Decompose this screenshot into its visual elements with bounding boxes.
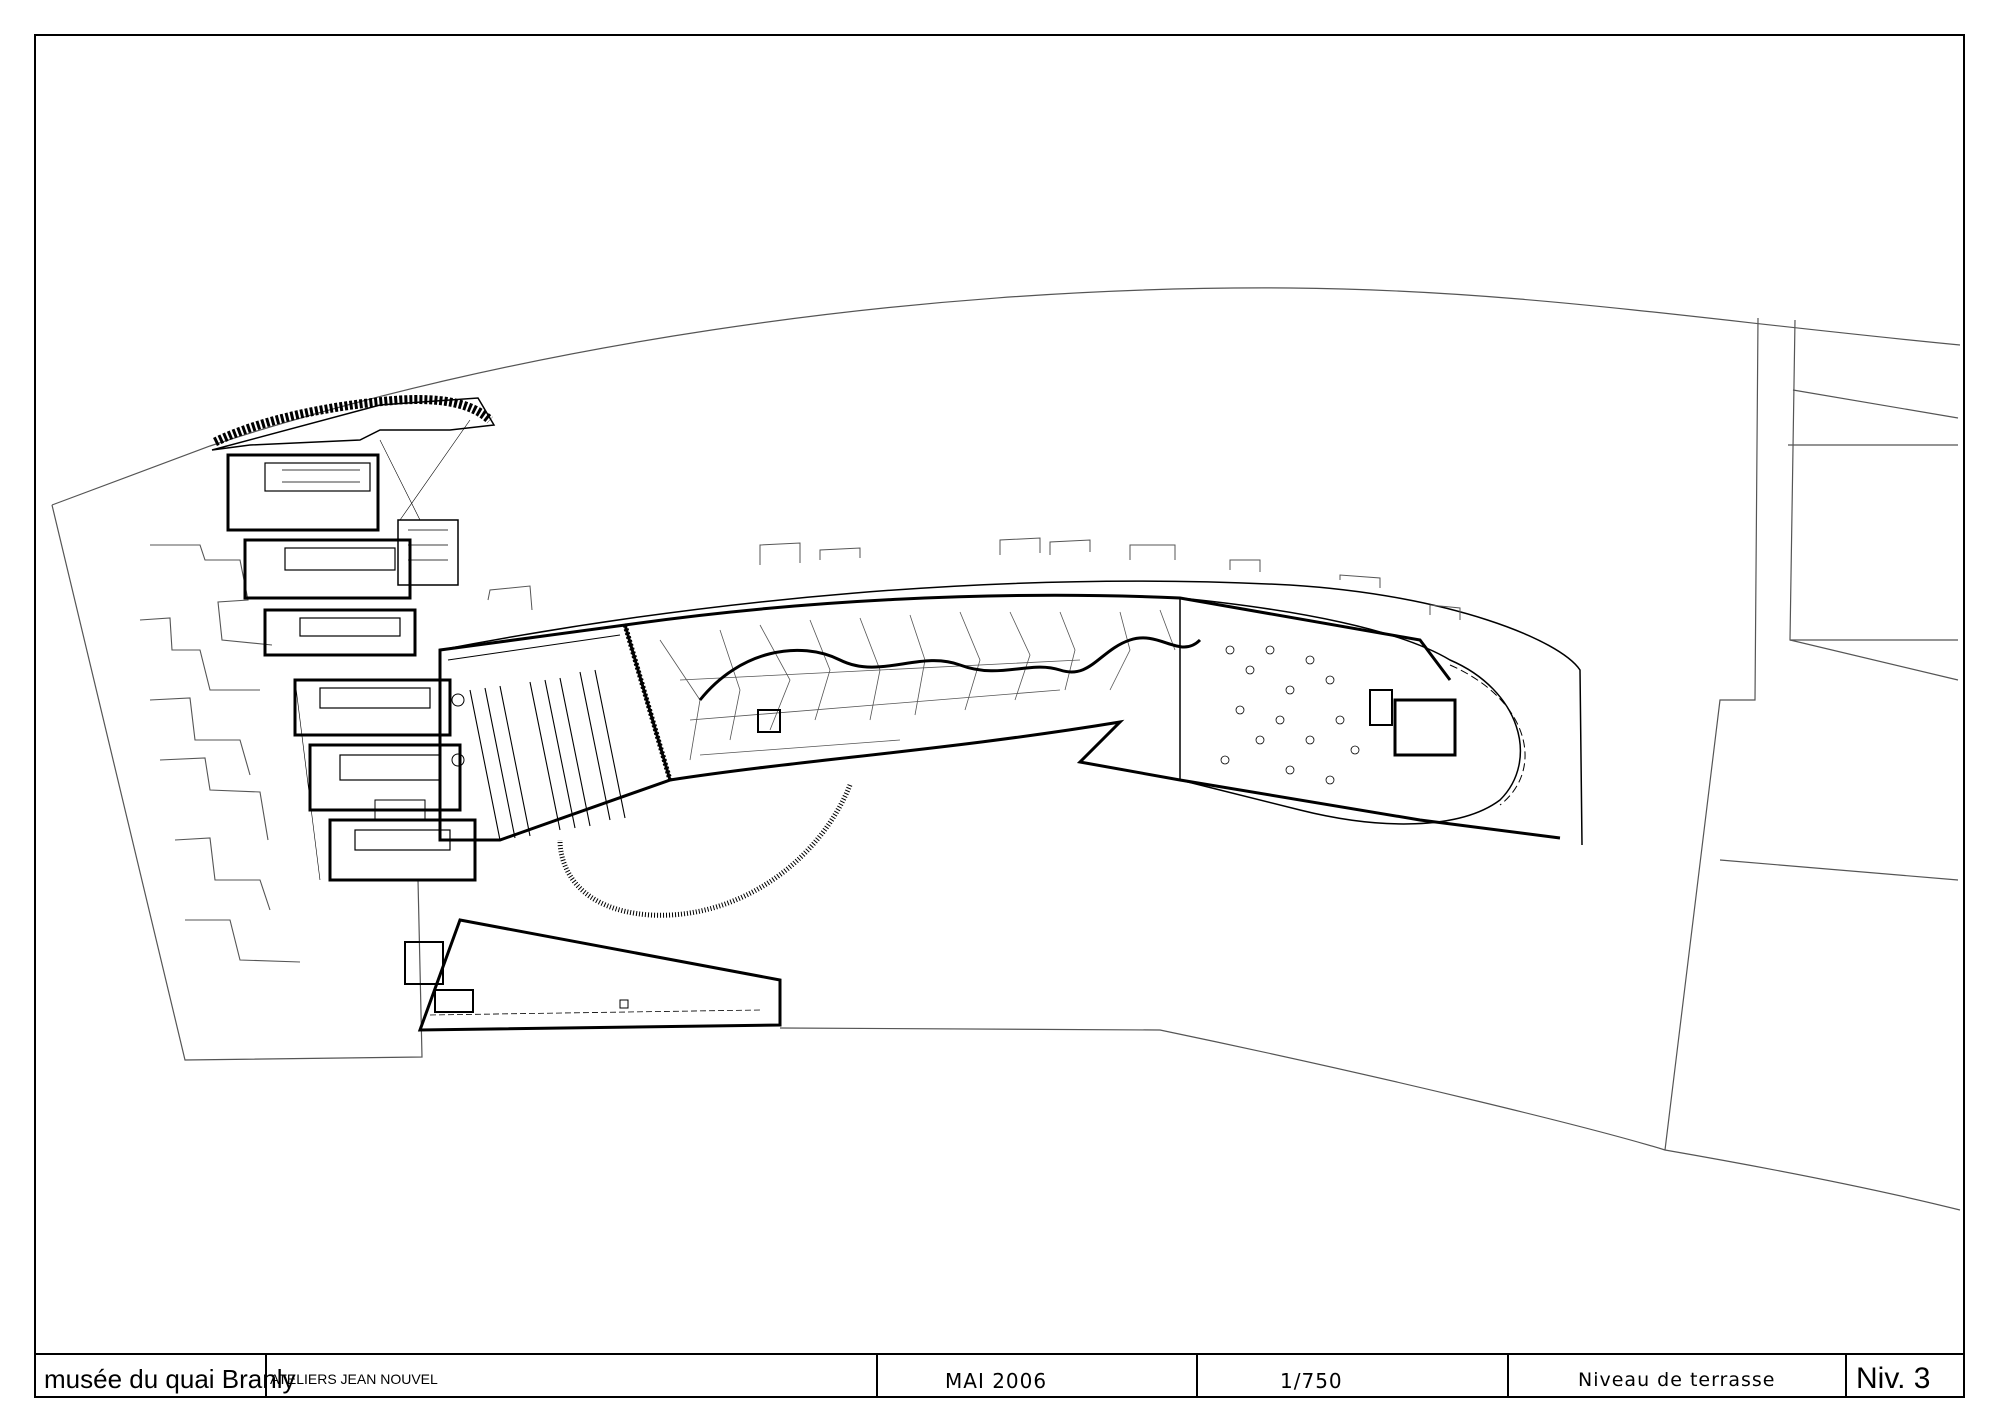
title-block — [35, 1353, 1964, 1397]
sheet-id: Niv. 3 — [1856, 1362, 1931, 1395]
facade-boxes-north — [487, 537, 1461, 620]
garden-paving — [659, 609, 1176, 761]
architect-office: ATELIERS JEAN NOUVEL — [270, 1371, 438, 1387]
auditorium-block — [438, 623, 673, 842]
south-west-annex — [404, 918, 782, 1032]
site-boundary — [51, 287, 1961, 506]
drawing-date: MAI 2006 — [945, 1369, 1048, 1393]
site-boundary-west — [51, 504, 423, 1061]
entrance-ramp-curve — [557, 784, 853, 918]
west-office-blocks — [293, 678, 477, 882]
level-name: Niveau de terrasse — [1578, 1369, 1776, 1391]
restaurant-terrace — [1179, 597, 1526, 825]
garden-path — [698, 636, 1202, 701]
neighbouring-buildings-east — [1664, 317, 1959, 1151]
project-name: musée du quai Branly — [44, 1364, 296, 1394]
restaurant-tables — [1220, 645, 1360, 785]
site-boundary-south — [779, 1027, 1961, 1211]
drawing-scale: 1/750 — [1280, 1369, 1343, 1393]
north-west-wing — [211, 395, 496, 657]
main-gallery — [439, 580, 1583, 846]
neighbouring-buildings-west — [139, 544, 301, 963]
sheet-border — [34, 34, 1965, 1398]
